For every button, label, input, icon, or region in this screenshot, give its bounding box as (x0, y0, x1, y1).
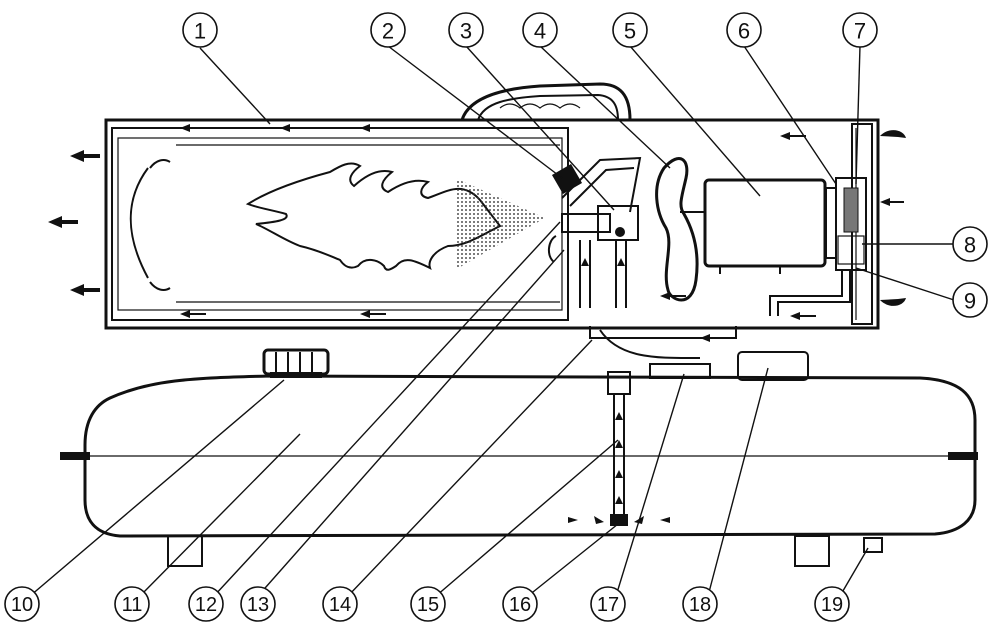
svg-text:6: 6 (738, 19, 750, 44)
callout-8: 8 (952, 226, 988, 262)
nozzle-spray (455, 178, 545, 270)
svg-text:19: 19 (821, 594, 843, 616)
svg-text:10: 10 (11, 594, 33, 616)
svg-text:11: 11 (122, 594, 143, 616)
callout-11: 11 (114, 586, 150, 622)
motor (703, 178, 837, 274)
pipe-fitting (607, 371, 631, 395)
svg-text:8: 8 (964, 233, 976, 258)
svg-text:7: 7 (854, 19, 866, 44)
callout-2: 2 (370, 12, 406, 48)
tank-foot-left (167, 535, 203, 567)
svg-text:13: 13 (247, 594, 269, 616)
svg-text:17: 17 (597, 594, 619, 616)
mounting-plate (649, 363, 711, 379)
fuel-filter (610, 514, 628, 526)
callout-7: 7 (842, 12, 878, 48)
burner-assembly (548, 156, 642, 308)
callout-12: 12 (188, 586, 224, 622)
callout-13: 13 (240, 586, 276, 622)
svg-text:18: 18 (689, 594, 711, 616)
fan (655, 157, 704, 302)
svg-text:4: 4 (534, 19, 546, 44)
callout-18: 18 (682, 586, 718, 622)
callout-19: 19 (814, 586, 850, 622)
svg-text:16: 16 (509, 594, 531, 616)
tank-flange-left (60, 452, 90, 460)
svg-text:3: 3 (460, 19, 472, 44)
callout-10: 10 (4, 586, 40, 622)
svg-text:9: 9 (964, 289, 976, 314)
callout-17: 17 (590, 586, 626, 622)
svg-text:12: 12 (195, 594, 217, 616)
callout-1: 1 (182, 12, 218, 48)
svg-text:5: 5 (624, 19, 636, 44)
callout-6: 6 (726, 12, 762, 48)
fuel-tank (60, 348, 978, 567)
svg-text:15: 15 (417, 594, 439, 616)
callout-14: 14 (322, 586, 358, 622)
flow-arrows (48, 124, 906, 342)
fuel-cap (262, 348, 330, 378)
callout-3: 3 (448, 12, 484, 48)
tank-flange-right (948, 452, 978, 460)
svg-text:14: 14 (329, 594, 351, 616)
callout-5: 5 (612, 12, 648, 48)
flame (245, 162, 502, 271)
callout-15: 15 (410, 586, 446, 622)
svg-text:1: 1 (194, 19, 206, 44)
svg-text:2: 2 (382, 19, 394, 44)
callout-16: 16 (502, 586, 538, 622)
air-lines (589, 270, 851, 360)
control-box (737, 351, 809, 381)
air-pump (835, 177, 867, 271)
leader-lines (29, 45, 955, 597)
heater-body (104, 82, 880, 330)
callout-4: 4 (522, 12, 558, 48)
tank-foot-right (794, 535, 830, 567)
callout-9: 9 (952, 282, 988, 318)
